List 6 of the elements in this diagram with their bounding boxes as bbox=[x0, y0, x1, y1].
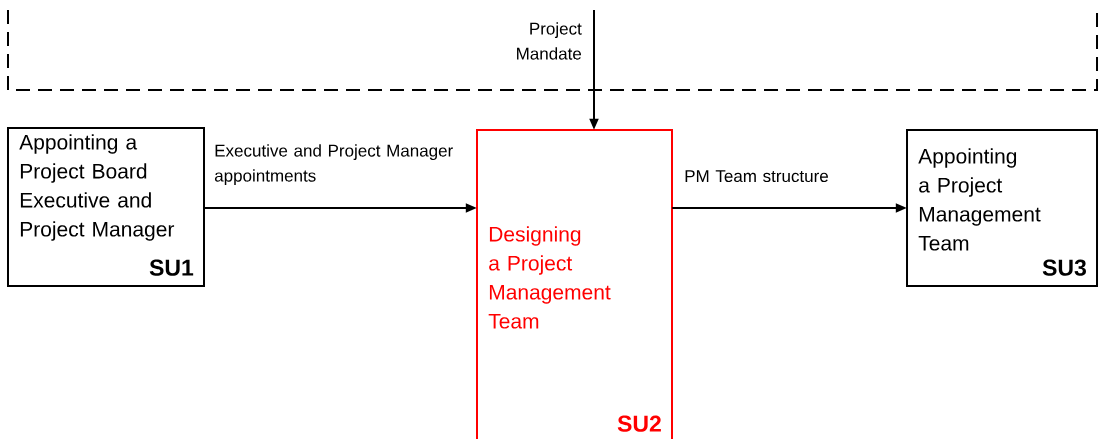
edge-label: PM Team structure bbox=[685, 170, 828, 183]
process-box: Designing a Project Management Team SU2 bbox=[476, 129, 673, 439]
process-box: Appointing a Project Board Executive and Project Manager SU1 bbox=[7, 127, 205, 287]
edge-label: Executive and Project Manager appointments bbox=[214, 144, 453, 186]
edge-label: Project Mandate bbox=[517, 22, 582, 60]
process-box: Appointing a Project Management Team SU3 bbox=[906, 129, 1098, 287]
